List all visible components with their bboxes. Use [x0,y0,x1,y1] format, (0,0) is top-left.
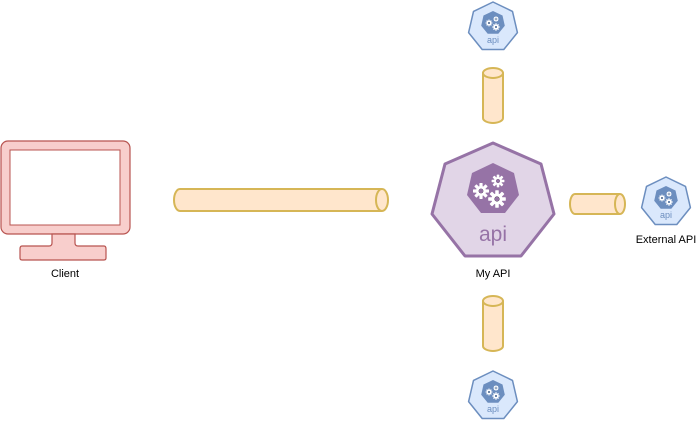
my-api-badge-text: api [479,223,507,246]
pipe-external[interactable] [569,193,626,215]
my-api-node[interactable]: api [430,141,556,258]
gears-icon [654,186,678,209]
my-api-label: My API [476,268,511,280]
monitor-icon [0,140,131,261]
pipe-client-to-api[interactable] [173,188,389,212]
pipe-top[interactable] [482,67,504,124]
api-external-badge-text: api [660,210,672,220]
gears-icon [481,11,505,34]
api-node-top[interactable]: api [467,1,519,51]
gears-icon [481,380,505,403]
api-node-external[interactable]: api [640,176,692,226]
api-node-bottom[interactable]: api [467,370,519,420]
pipe-bottom[interactable] [482,295,504,352]
api-bottom-badge-text: api [487,404,499,414]
external-api-label: External API [636,234,697,246]
client-label: Client [51,268,79,280]
heptagon-gears-icon [467,163,519,213]
client-monitor[interactable] [0,140,131,261]
api-top-badge-text: api [487,35,499,45]
